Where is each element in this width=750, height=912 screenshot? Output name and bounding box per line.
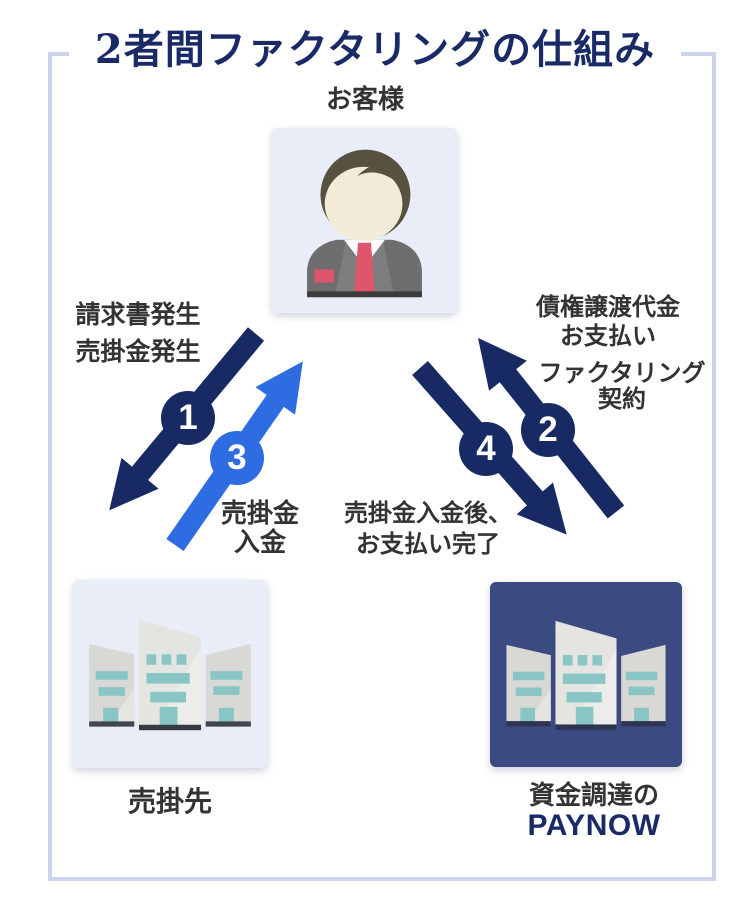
step-badge-1: 1 — [161, 391, 215, 445]
label-invoice: 請求書発生 売掛金発生 — [68, 297, 208, 371]
customer-card — [272, 128, 457, 313]
paynow-label-line1: 資金調達の — [528, 780, 659, 810]
step-badge-4: 4 — [459, 422, 513, 476]
label-contract-line1: ファクタリング — [538, 360, 706, 387]
label-complete-line1: 売掛金入金後、 — [344, 500, 512, 527]
client-label: 売掛先 — [127, 786, 212, 817]
label-payment-complete: 売掛金入金後、 お支払い完了 — [328, 498, 528, 560]
paynow-brand-text: PAYNOW — [527, 809, 661, 842]
label-transfer-line2: お支払い — [560, 323, 656, 350]
paynow-card — [490, 582, 682, 767]
diagram-title-text: 2者間ファクタリングの仕組み — [68, 22, 682, 78]
customer-label: お客様 — [325, 84, 404, 114]
step-badge-3: 3 — [210, 431, 264, 485]
customer-icon — [272, 128, 457, 313]
label-invoice-line1: 請求書発生 — [75, 301, 201, 329]
label-invoice-line2: 売掛金発生 — [75, 338, 201, 366]
label-complete-line2: お支払い完了 — [356, 531, 500, 558]
label-transfer-payment: 債権譲渡代金 お支払い — [508, 293, 708, 351]
client-card — [73, 580, 267, 768]
label-deposit-line1: 売掛金 — [220, 498, 299, 528]
label-transfer-line1: 債権譲渡代金 — [536, 294, 680, 321]
label-deposit: 売掛金 入金 — [185, 499, 335, 557]
diagram-title: 2者間ファクタリングの仕組み — [0, 22, 750, 78]
paynow-buildings-icon — [493, 582, 679, 767]
label-deposit-line2: 入金 — [233, 527, 286, 557]
paynow-label: 資金調達の PAYNOW — [494, 781, 694, 842]
step-badge-2: 2 — [521, 403, 575, 457]
client-buildings-icon — [76, 580, 264, 768]
